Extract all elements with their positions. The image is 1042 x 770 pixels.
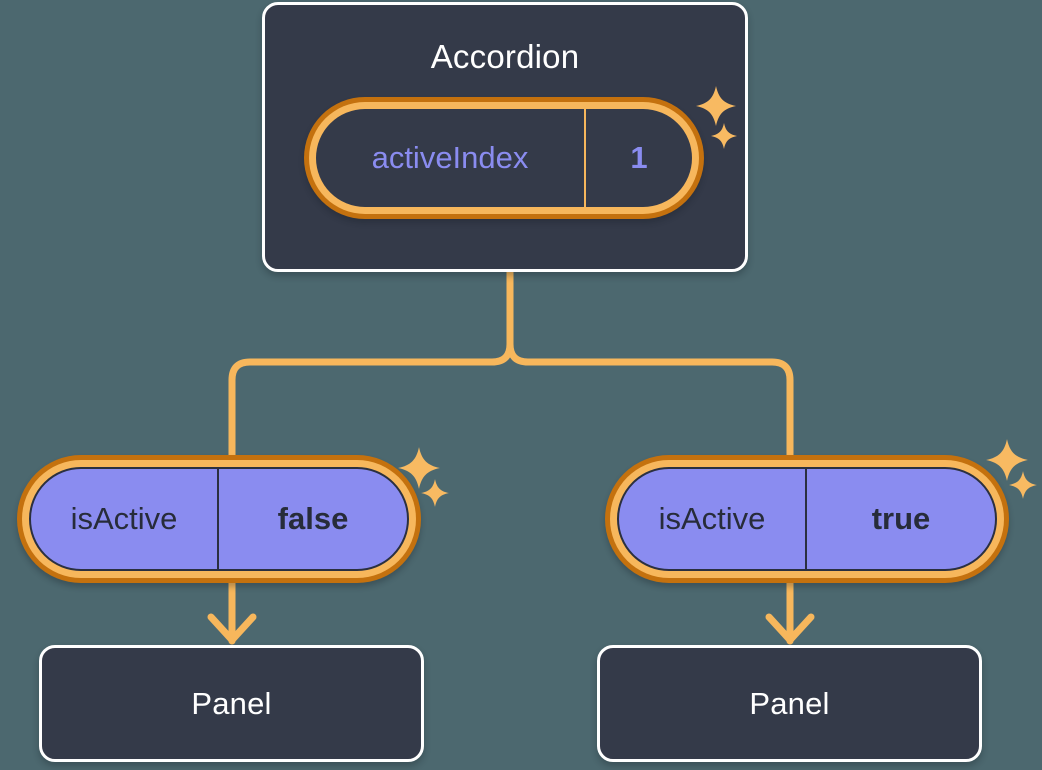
arrow-down-left (207, 579, 257, 645)
panel-box-right[interactable]: Panel (597, 645, 982, 762)
branch-connector-left (228, 268, 514, 459)
pill-amber-ring: activeIndex 1 (309, 102, 699, 214)
accordion-title: Accordion (430, 38, 580, 75)
pill-amber-ring: isActive true (610, 460, 1004, 578)
state-pill-activeindex[interactable]: activeIndex 1 (304, 97, 704, 219)
state-key-isactive-right: isActive (619, 469, 807, 569)
pill-amber-ring: isActive false (22, 460, 416, 578)
pill-face: isActive false (29, 467, 409, 571)
pill-face: isActive true (617, 467, 997, 571)
state-pill-isactive-right[interactable]: isActive true (605, 455, 1009, 583)
state-value-isactive-right: true (871, 501, 931, 536)
state-value-isactive-left: false (277, 501, 349, 536)
panel-box-left[interactable]: Panel (39, 645, 424, 762)
panel-title-right: Panel (749, 685, 830, 721)
branch-connector-right (506, 268, 794, 459)
state-key-isactive-left: isActive (31, 469, 219, 569)
state-key-activeindex: activeIndex (316, 109, 586, 207)
state-pill-isactive-left[interactable]: isActive false (17, 455, 421, 583)
state-value-activeindex: 1 (630, 140, 648, 175)
panel-title-left: Panel (191, 685, 272, 721)
arrow-down-right (765, 579, 815, 645)
pill-face: activeIndex 1 (316, 109, 692, 207)
